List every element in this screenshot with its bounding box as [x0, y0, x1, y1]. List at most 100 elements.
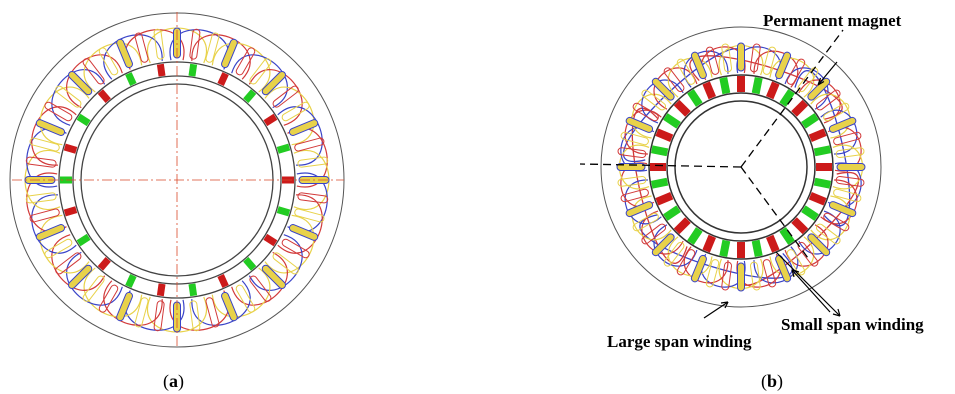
stator-slot [786, 249, 806, 276]
stator-slot [116, 38, 133, 69]
coil-loop [231, 54, 288, 109]
coil-loop [277, 194, 323, 254]
permanent-magnet-block [156, 283, 166, 297]
stator-slot [641, 89, 667, 111]
coil-loop [83, 267, 143, 318]
stator-slot [288, 119, 319, 136]
stator-slot [690, 51, 707, 80]
stator-slot [797, 67, 819, 93]
stator-slot [823, 102, 850, 122]
permanent-magnet-block [808, 128, 827, 142]
permanent-magnet-block [702, 234, 716, 253]
permanent-magnet-label: Permanent magnet [763, 11, 902, 30]
stator-slot [189, 300, 201, 332]
stator-slot [676, 249, 696, 276]
permanent-magnet-block [63, 206, 78, 217]
stator-slot [641, 223, 667, 245]
stator-slots [616, 42, 866, 292]
permanent-magnet-block [687, 89, 703, 107]
permanent-magnet-block [655, 128, 674, 142]
permanent-magnet-block [217, 274, 229, 288]
permanent-magnet-block [766, 234, 780, 253]
permanent-magnet-block [276, 206, 291, 217]
coil-loop [83, 42, 143, 93]
stator-slot [134, 297, 149, 328]
stator-slot [249, 275, 272, 302]
stator-slot [836, 163, 866, 171]
stator-slot [249, 58, 272, 85]
stator-slot [828, 201, 857, 218]
stator-slot [25, 192, 57, 204]
stator-slot [205, 32, 220, 63]
stator-slot [294, 208, 325, 223]
permanent-magnet-block [801, 113, 819, 129]
phase-axis-lines [579, 29, 844, 259]
permanent-magnet-block [719, 76, 731, 95]
stator-slot [189, 28, 201, 60]
coil-loop [191, 280, 251, 326]
permanent-magnet-block [813, 177, 832, 189]
stator-slot [833, 188, 862, 203]
stator-slot [617, 147, 647, 159]
permanent-magnet-block [76, 113, 91, 127]
coil-loop [31, 194, 77, 254]
stator-slot [153, 300, 165, 332]
permanent-magnet-block [663, 205, 681, 221]
stator-slot [807, 233, 831, 257]
caption-b: (b) [761, 371, 783, 392]
stator-slot [833, 131, 862, 146]
stator-slot [786, 58, 806, 85]
stator-slot [221, 291, 238, 322]
permanent-magnets [60, 63, 294, 297]
stator-slot [625, 116, 654, 133]
permanent-magnet-block [97, 257, 111, 271]
permanent-magnet-block [801, 205, 819, 221]
stator-outer-circle [600, 26, 882, 308]
stator-slot [35, 119, 66, 136]
stator-slot [25, 156, 57, 168]
permanent-magnets [650, 76, 832, 258]
coil-loop [51, 69, 106, 126]
stator-slot [294, 137, 325, 152]
stator-slot [98, 284, 119, 313]
coil-loop [31, 106, 77, 166]
permanent-magnet-block [791, 99, 809, 117]
permanent-magnet-block [813, 145, 832, 157]
permanent-magnet-block [650, 177, 669, 189]
coil-loop [667, 57, 713, 98]
stator-slot [98, 47, 119, 76]
permanent-magnet-block [125, 274, 137, 288]
stator-slot [205, 297, 220, 328]
coil-loop [147, 27, 207, 64]
stator-slot [620, 188, 649, 203]
stator-slot [288, 224, 319, 241]
coil-loop [231, 251, 288, 306]
coil-loop [769, 57, 815, 98]
permanent-magnet-block [779, 227, 795, 245]
coil-loop [66, 251, 123, 306]
stator-slot [617, 175, 647, 187]
stator-slot [272, 252, 299, 275]
stator-slot [705, 259, 720, 288]
stator-slot [762, 259, 777, 288]
stator-slot [807, 77, 831, 101]
stator-inner-circle [648, 74, 834, 260]
stator-slot [55, 252, 82, 275]
stator-slot [272, 85, 299, 108]
permanent-magnet-block [97, 89, 111, 103]
stator-slot [281, 238, 310, 259]
permanent-magnet-block [188, 283, 198, 297]
permanent-magnet-block [76, 233, 91, 247]
permanent-magnet-block [751, 239, 763, 258]
permanent-magnet-block [766, 81, 780, 100]
coil-loop [631, 93, 672, 139]
stator-slot [815, 223, 841, 245]
stator-slot [775, 51, 792, 80]
coil-loop [631, 195, 672, 241]
stator-slot [297, 192, 329, 204]
stator-slot [67, 70, 93, 96]
permanent-magnet-block [276, 143, 291, 154]
coil-loop [293, 150, 330, 210]
permanent-magnet-block [156, 63, 166, 77]
permanent-magnet-block [791, 217, 809, 235]
